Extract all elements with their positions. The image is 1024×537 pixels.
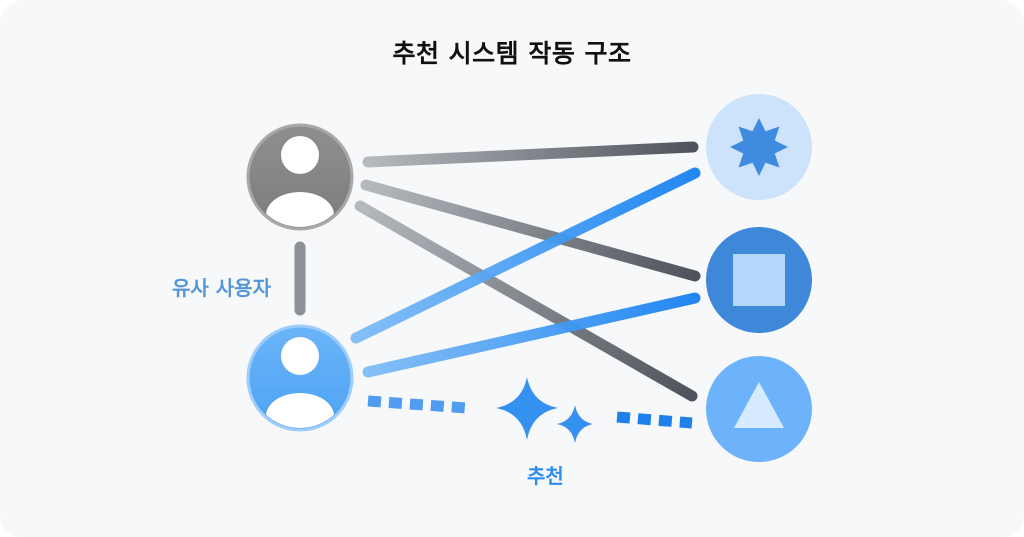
link-gray-user-to-square: [360, 179, 701, 282]
sparkle-small-icon: [557, 405, 593, 443]
item-star: [706, 94, 812, 200]
item-triangle: [706, 356, 812, 462]
user-gray-icon: [246, 123, 354, 231]
sparkle-large-icon: [496, 377, 558, 440]
similar-users-label: 유사 사용자: [172, 276, 271, 300]
triangle-icon: [734, 382, 784, 428]
link-gray-user-to-star: [362, 141, 699, 168]
diagram-title: 추천 시스템 작동 구조: [392, 39, 632, 68]
user-blue-icon: [246, 324, 354, 432]
square-icon: [733, 254, 785, 306]
link-blue-user-to-square: [362, 292, 701, 378]
link-gray-user-to-triangle: [354, 200, 698, 402]
eight-point-star-icon: [730, 118, 788, 176]
link-blue-user-to-star: [350, 167, 701, 344]
recommend-path-right: [616, 411, 693, 429]
item-square: [706, 227, 812, 333]
recommend-label: 추천: [527, 464, 564, 488]
recommend-path-left: [367, 395, 468, 414]
